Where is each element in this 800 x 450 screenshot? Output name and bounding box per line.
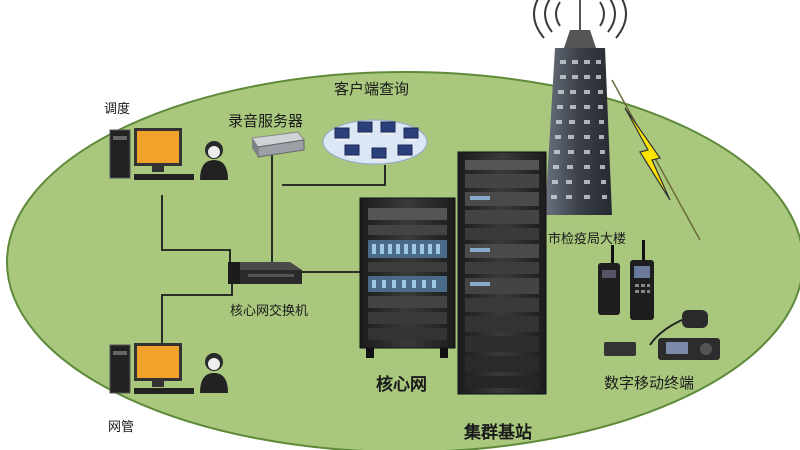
core-switch-icon bbox=[228, 262, 302, 284]
link-netmgmt bbox=[161, 284, 233, 345]
label-cluster-base-station: 集群基站 bbox=[464, 423, 532, 443]
recording-server-icon bbox=[251, 131, 305, 158]
office-building-icon bbox=[545, 0, 612, 215]
label-core-network: 核心网 bbox=[376, 375, 427, 395]
connection-lines bbox=[161, 155, 386, 345]
label-core-switch: 核心网交换机 bbox=[230, 304, 309, 319]
radio-waves-icon bbox=[533, 0, 627, 39]
digital-mobile-terminal-icon bbox=[598, 240, 720, 360]
link-building-terminal bbox=[611, 79, 701, 241]
client-query-cluster-icon bbox=[322, 119, 428, 165]
label-recording-server: 录音服务器 bbox=[228, 112, 304, 130]
label-client-query: 客户端查询 bbox=[334, 80, 410, 98]
netmgmt-computer-icon bbox=[109, 343, 194, 394]
link-client bbox=[282, 165, 386, 186]
link-dispatch bbox=[161, 195, 231, 262]
lightning-icon bbox=[624, 107, 671, 201]
label-dispatch: 调度 bbox=[104, 102, 131, 117]
dispatch-operator-avatar bbox=[200, 141, 228, 180]
core-network-rack-icon bbox=[359, 197, 456, 358]
label-digital-terminal: 数字移动终端 bbox=[604, 374, 695, 392]
label-network-mgmt: 网管 bbox=[108, 420, 135, 435]
cluster-base-station-rack-icon bbox=[457, 151, 547, 395]
dispatch-computer-icon bbox=[109, 128, 194, 180]
label-city-building: 市检疫局大楼 bbox=[548, 232, 627, 247]
netmgmt-operator-avatar bbox=[200, 353, 228, 393]
